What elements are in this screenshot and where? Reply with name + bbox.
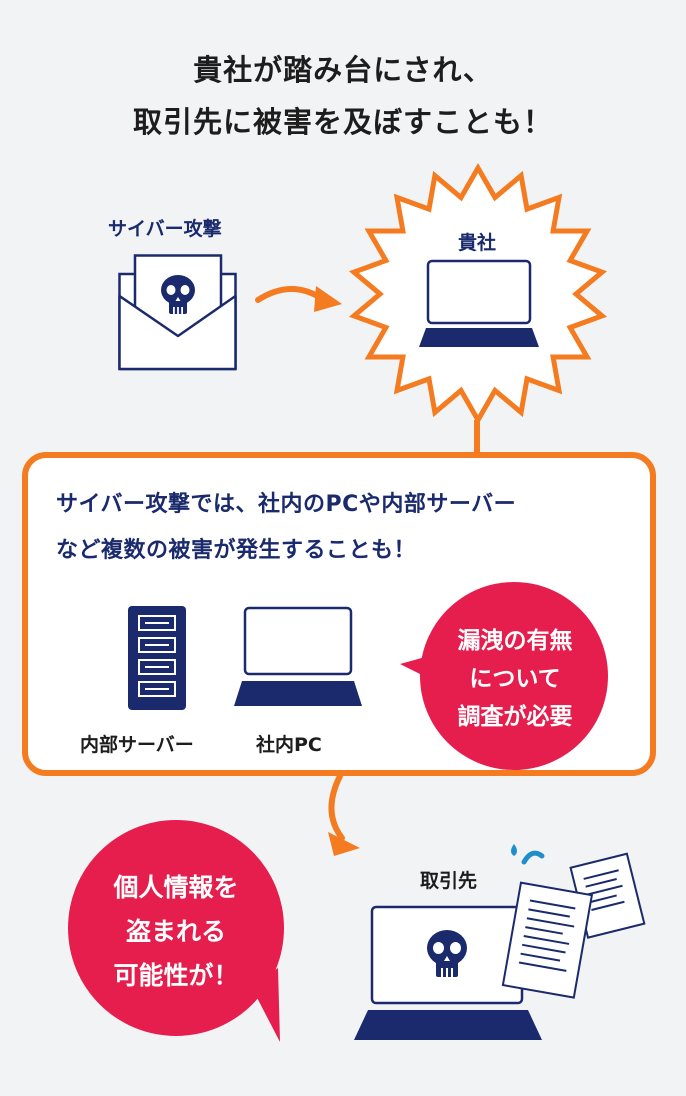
leak-bubble bbox=[400, 582, 608, 770]
partner-label: 取引先 bbox=[420, 870, 478, 892]
attack-arrow-icon bbox=[255, 286, 342, 312]
company-laptop-icon bbox=[419, 259, 539, 347]
document-large bbox=[501, 881, 594, 999]
server-label: 内部サーバー bbox=[80, 734, 194, 756]
burst-connector bbox=[474, 420, 480, 456]
theft-bubble-text: 個人情報を 盗まれる 可能性が！ bbox=[96, 866, 256, 998]
info-text-line-2: など複数の被害が発生することも！ bbox=[56, 538, 417, 563]
cyber-attack-label: サイバー攻撃 bbox=[108, 218, 222, 240]
theft-bubble-line-1: 個人情報を bbox=[113, 873, 239, 902]
office-pc-icon bbox=[234, 606, 362, 706]
partner-arrow-icon bbox=[328, 773, 360, 856]
partner-skull-icon bbox=[427, 930, 467, 977]
title-line-2: 取引先に被害を及ぼすことも！ bbox=[132, 105, 553, 139]
info-text-line-1: サイバー攻撃では、社内のPCや内部サーバー bbox=[56, 492, 517, 517]
leak-bubble-text: 漏洩の有無 について 調査が必要 bbox=[440, 622, 590, 736]
theft-bubble-line-2: 盗まれる bbox=[125, 917, 226, 946]
envelope-icon bbox=[118, 254, 237, 371]
theft-bubble-line-3: 可能性が！ bbox=[113, 961, 239, 990]
leak-bubble-line-2: について bbox=[469, 666, 561, 692]
documents-icon bbox=[501, 844, 646, 999]
theft-bubble bbox=[68, 820, 284, 1042]
server-icon bbox=[128, 606, 186, 710]
leak-bubble-line-3: 調査が必要 bbox=[457, 704, 573, 730]
title-line-1: 貴社が踏み台にされ、 bbox=[193, 53, 493, 87]
skull-icon bbox=[161, 275, 195, 314]
sweat-drops-icon bbox=[511, 844, 545, 865]
leak-bubble-line-1: 漏洩の有無 bbox=[457, 628, 573, 654]
pc-label: 社内PC bbox=[256, 734, 322, 756]
company-label: 貴社 bbox=[457, 232, 496, 254]
